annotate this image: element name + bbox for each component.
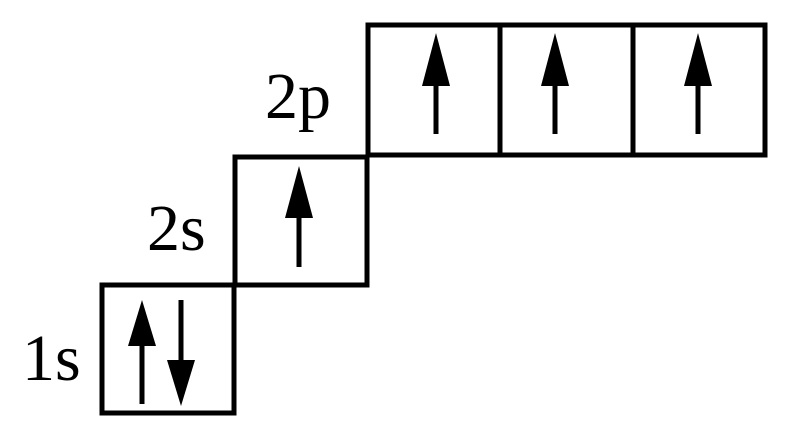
sublevel-2p: 2p	[265, 22, 768, 158]
sublevel-1s: 1s	[22, 282, 237, 416]
spin-up-arrow-icon	[684, 33, 712, 134]
spin-down-arrow-icon	[167, 300, 195, 406]
sublevel-label-1s: 1s	[22, 322, 81, 395]
orbital-box-1s	[99, 282, 237, 416]
spin-up-arrow-icon	[422, 33, 450, 134]
spin-up-arrow-icon	[541, 33, 569, 134]
sublevel-label-2p: 2p	[265, 60, 331, 133]
spin-up-arrow-icon	[128, 300, 156, 404]
sublevel-label-2s: 2s	[147, 192, 206, 265]
spin-up-arrow-icon	[285, 166, 313, 267]
sublevel-2s: 2s	[147, 154, 370, 288]
orbital-box-2p-2	[497, 22, 636, 158]
